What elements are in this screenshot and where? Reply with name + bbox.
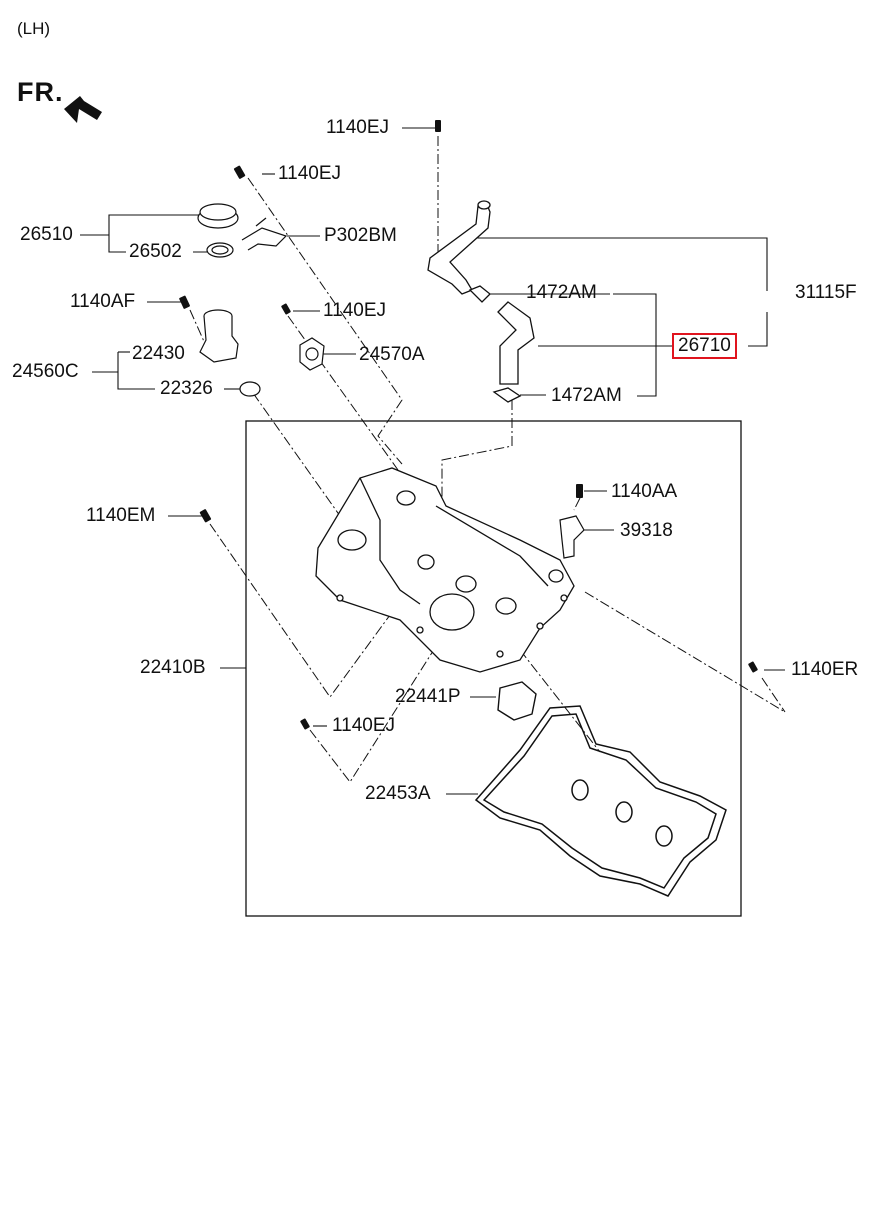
label-1140er: 1140ER bbox=[791, 659, 859, 680]
bracket-icon bbox=[241, 217, 288, 251]
label-1472am-b: 1472AM bbox=[551, 385, 622, 406]
cam-sensor-icon bbox=[559, 515, 585, 559]
pcv-hose-icon bbox=[492, 301, 535, 403]
label-1140ej-b: 1140EJ bbox=[323, 300, 387, 321]
valve-cover-icon bbox=[315, 467, 575, 673]
filler-neck-icon bbox=[199, 309, 261, 397]
label-26502: 26502 bbox=[129, 241, 182, 262]
label-1140af: 1140AF bbox=[70, 291, 136, 312]
label-22410b: 22410B bbox=[140, 657, 206, 678]
label-1140aa: 1140AA bbox=[611, 481, 678, 502]
label-24570a: 24570A bbox=[359, 344, 425, 365]
label-1140ej-c: 1140EJ bbox=[332, 715, 396, 736]
label-22326: 22326 bbox=[160, 378, 213, 399]
label-26710-highlighted: 26710 bbox=[672, 333, 737, 359]
label-22453a: 22453A bbox=[365, 783, 431, 804]
label-1472am-a: 1472AM bbox=[526, 282, 597, 303]
label-22441p: 22441P bbox=[395, 686, 461, 707]
label-p302bm: P302BM bbox=[324, 225, 397, 246]
front-direction-label: FR. bbox=[17, 77, 64, 107]
label-26510: 26510 bbox=[20, 224, 73, 245]
side-indicator: (LH) bbox=[17, 19, 51, 38]
cover-gasket-icon bbox=[474, 705, 727, 897]
breather-hose-icon bbox=[427, 200, 491, 303]
label-24560c: 24560C bbox=[12, 361, 79, 382]
label-22430: 22430 bbox=[132, 343, 185, 364]
oil-filler-cap-icon bbox=[197, 203, 239, 258]
pcv-valve-icon bbox=[299, 337, 325, 371]
front-arrow-icon bbox=[64, 96, 102, 123]
label-1140ej-a: 1140EJ bbox=[278, 163, 342, 184]
label-1140em: 1140EM bbox=[86, 505, 156, 526]
bolt-icons bbox=[179, 120, 758, 730]
label-31115f: 31115F bbox=[795, 282, 857, 303]
plug-gasket-icon bbox=[497, 681, 537, 721]
label-1140ej-top: 1140EJ bbox=[326, 117, 390, 138]
label-39318: 39318 bbox=[620, 520, 673, 541]
